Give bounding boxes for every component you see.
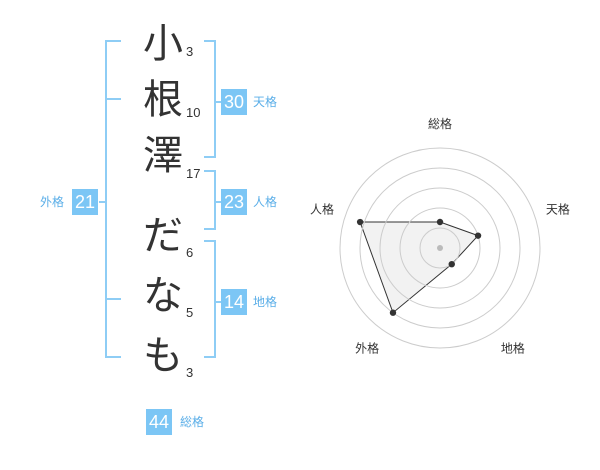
tenkaku-label: 天格	[253, 95, 278, 109]
jinkaku-label: 人格	[253, 195, 278, 209]
stroke-count-2: 10	[186, 105, 201, 120]
radar-center	[437, 245, 443, 251]
gaikaku-value-badge: 21	[72, 189, 98, 215]
gaikaku-label: 外格	[40, 195, 65, 209]
stroke-count-1: 3	[186, 44, 194, 59]
stroke-count-6: 3	[186, 365, 194, 380]
chikaku-label: 地格	[253, 295, 278, 309]
stroke-count-3: 17	[186, 166, 201, 181]
name-char-1: 小	[143, 21, 183, 67]
radar-point-1	[436, 218, 444, 226]
radar-ring	[399, 207, 481, 289]
name-char-6: も	[143, 333, 183, 379]
soukaku-value-badge: 44	[146, 409, 172, 435]
radar-polygon	[359, 221, 479, 314]
jinkaku-bracket	[214, 170, 216, 230]
radar-ring	[419, 227, 461, 269]
name-char-5: な	[143, 273, 183, 319]
radar-axis-label-4: 外格	[355, 340, 379, 355]
radar-axis-label-3: 地格	[501, 340, 525, 355]
radar-axis-label-1: 総格	[428, 116, 452, 131]
stroke-count-5: 5	[186, 305, 194, 320]
chikaku-bracket	[214, 240, 216, 358]
name-char-2: 根	[143, 77, 183, 123]
gaikaku-bracket	[105, 40, 107, 358]
radar-point-4	[389, 309, 397, 316]
jinkaku-value-badge: 23	[221, 189, 247, 215]
radar-point-3	[448, 260, 455, 268]
soukaku-label: 総格	[180, 415, 205, 429]
stroke-count-4: 6	[186, 245, 194, 260]
chikaku-value-badge: 14	[221, 289, 247, 315]
name-char-3: 澤	[143, 133, 183, 179]
tenkaku-bracket	[214, 40, 216, 158]
name-char-4: だ	[143, 213, 183, 259]
radar-ring	[359, 167, 521, 329]
radar-axis-label-5: 人格	[310, 202, 334, 217]
radar-axis-label-2: 天格	[546, 202, 570, 217]
radar-point-2	[474, 232, 482, 239]
radar-point-5	[356, 218, 364, 226]
radar-ring	[379, 187, 501, 309]
tenkaku-value-badge: 30	[221, 89, 247, 115]
